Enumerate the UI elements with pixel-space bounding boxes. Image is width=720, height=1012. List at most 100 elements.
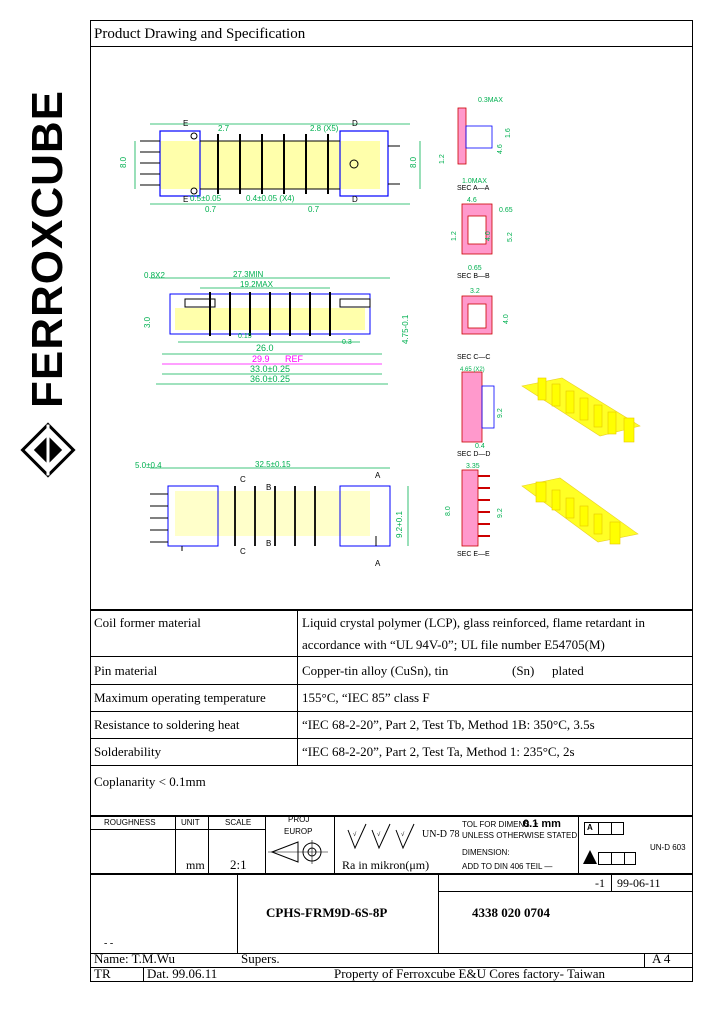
iso-render-top <box>521 377 641 443</box>
sec-mark-b-top: B <box>266 483 271 492</box>
scale-value: 2:1 <box>230 857 247 872</box>
spec-value-solderability: “IEC 68-2-20”, Part 2, Test Ta, Method 1… <box>302 744 575 759</box>
sec-c-label: SEC C—C <box>457 354 490 361</box>
section-a: 0.3MAX 1.6 1.2 1.0MAX 4.6 SEC A—A <box>439 97 512 192</box>
tol-line2: UNLESS OTHERWISE STATED <box>462 831 578 840</box>
svg-text:√: √ <box>353 831 357 838</box>
bottom-view: 5.0±0.4 32.5±0.15 9.2+0.1 C B A C B A <box>135 460 409 568</box>
tolerance-a-letter: A <box>587 823 593 832</box>
svg-text:√: √ <box>401 831 405 838</box>
dimension-label: DIMENSION: <box>462 848 510 857</box>
section-d: 4.65 (X2) 9.2 0.4 SEC D—D <box>457 367 504 458</box>
dim-mid-6: 0.15 <box>238 333 252 340</box>
tolerance-frame-b <box>598 852 636 865</box>
sec-mark-b-bottom: B <box>266 539 271 548</box>
dim-sec-a-3: 1.2 <box>439 154 446 164</box>
sec-mark-c-bottom: C <box>240 547 246 556</box>
tb-line <box>90 967 693 968</box>
tolerance-frame-a <box>584 822 624 835</box>
dim-mid-4: 3.0 <box>143 316 152 328</box>
tb-divider <box>578 815 579 873</box>
tb-divider <box>611 822 612 835</box>
surface-roughness-icon: √ √ √ <box>347 823 415 850</box>
tb-line <box>438 891 693 892</box>
sec-mark-e-bottom: E <box>183 195 188 204</box>
dim-bot-3: 9.2+0.1 <box>395 511 404 538</box>
dim-top-4: 8.0 <box>409 156 418 168</box>
dim-sec-b-1: 4.6 <box>467 197 477 204</box>
un-d-78-label: UN-D 78 <box>422 829 460 840</box>
dim-sec-b-2: 0.65 <box>499 207 513 214</box>
tb-header-line <box>90 829 265 830</box>
spec-col-divider <box>297 609 298 766</box>
proj-label: PROJ <box>288 815 310 824</box>
tb-divider <box>143 967 144 982</box>
dim-sec-b-6: 0.65 <box>468 265 482 272</box>
dim-sec-a-5: 4.6 <box>497 144 504 154</box>
proj-value: EUROP <box>284 827 313 836</box>
technical-drawing: 2.7 2.8 (X5) 8.0 8.0 0.5±0.05 0.4±0.05 (… <box>119 97 641 568</box>
spec-row-line <box>90 684 693 685</box>
dim-sec-d-3: 0.4 <box>475 443 485 450</box>
dim-mid-9: 29.9 <box>252 354 270 364</box>
sec-mark-d-bottom: D <box>352 195 358 204</box>
spec-value-pin-plated: plated <box>552 663 584 678</box>
spec-value-solder-heat: “IEC 68-2-20”, Part 2, Test Tb, Method 1… <box>302 717 595 732</box>
revision-number: -1 <box>595 876 605 890</box>
spec-value-pin-sn: (Sn) <box>512 663 535 678</box>
spec-label-solder-heat: Resistance to soldering heat <box>94 717 240 732</box>
sec-mark-a-top: A <box>375 471 381 480</box>
sec-mark-e-top: E <box>183 119 188 128</box>
spec-value-temp: 155°C, “IEC 85” class F <box>302 690 430 705</box>
dim-top-2: 2.8 (X5) <box>310 124 339 133</box>
spec-row-line <box>90 656 693 657</box>
dim-sec-e-2: 8.0 <box>445 506 452 516</box>
unit-label: UNIT <box>181 818 200 827</box>
dim-sec-d-1: 4.65 (X2) <box>460 367 485 373</box>
spec-row-line <box>90 765 693 766</box>
dim-sec-c-1: 3.2 <box>470 288 480 295</box>
header-divider <box>90 46 693 47</box>
spec-label-pin: Pin material <box>94 663 158 678</box>
dim-mid-2: 27.3MIN <box>233 270 263 279</box>
tb-divider <box>624 852 625 865</box>
tb-divider <box>611 852 612 865</box>
tb-divider <box>237 873 238 953</box>
tb-divider <box>334 815 335 873</box>
sec-d-label: SEC D—D <box>457 451 490 458</box>
spec-value-material-1: Liquid crystal polymer (LCP), glass rein… <box>302 615 645 630</box>
part-number: 4338 020 0704 <box>472 905 550 920</box>
dim-mid-3: 19.2MAX <box>240 280 274 289</box>
sec-mark-c-top: C <box>240 475 246 484</box>
property-label: Property of Ferroxcube E&U Cores factory… <box>334 966 606 981</box>
dim-bot-2: 32.5±0.15 <box>255 460 291 469</box>
dashes: - - <box>104 938 114 949</box>
tr-label: TR <box>94 966 111 981</box>
dim-sec-e-3: 9.2 <box>497 508 504 518</box>
dim-top-5: 0.5±0.05 <box>190 194 222 203</box>
tol-value: 0.1 mm <box>523 818 561 830</box>
dim-mid-8: 26.0 <box>256 343 274 353</box>
spec-label-solderability: Solderability <box>94 744 162 759</box>
side-view: 0.8X2 27.3MIN 19.2MAX 3.0 4.75-0.1 0.15 … <box>143 270 410 385</box>
dim-sec-a-1: 0.3MAX <box>478 97 503 104</box>
dim-sec-b-3: 1.2 <box>451 231 458 241</box>
unit-value: mm <box>186 858 205 872</box>
tb-divider <box>644 953 645 967</box>
add-to-din: ADD TO DIN 406 TEIL — <box>462 862 553 871</box>
ra-text: Ra in mikron(μm) <box>342 858 430 872</box>
dim-sec-a-4: 1.0MAX <box>462 178 487 185</box>
tb-divider <box>265 815 266 873</box>
revision-date: 99-06-11 <box>617 876 661 890</box>
datum-triangle-icon <box>583 850 597 864</box>
coplanarity-note: Coplanarity < 0.1mm <box>94 774 206 789</box>
spec-label-material: Coil former material <box>94 615 201 630</box>
sec-a-label: SEC A—A <box>457 185 490 192</box>
tb-divider <box>611 873 612 891</box>
size-label: A 4 <box>652 951 671 966</box>
tb-line <box>90 953 693 954</box>
tol-line1: TOL FOR DIMENS. ± <box>462 820 539 829</box>
spec-value-material-2: accordance with “UL 94V-0”; UL file numb… <box>302 637 605 652</box>
dim-mid-10: REF <box>285 354 304 364</box>
dim-bot-1: 5.0±0.4 <box>135 461 162 470</box>
